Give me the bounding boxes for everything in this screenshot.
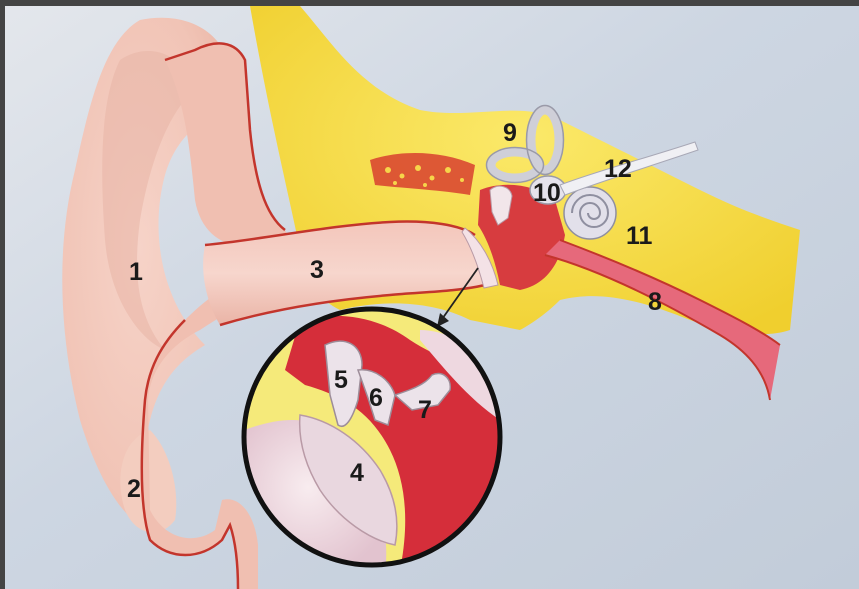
cochlea-shape — [564, 187, 616, 239]
vestibule-shape — [530, 176, 566, 204]
top-border — [0, 0, 859, 6]
left-border — [0, 0, 5, 589]
